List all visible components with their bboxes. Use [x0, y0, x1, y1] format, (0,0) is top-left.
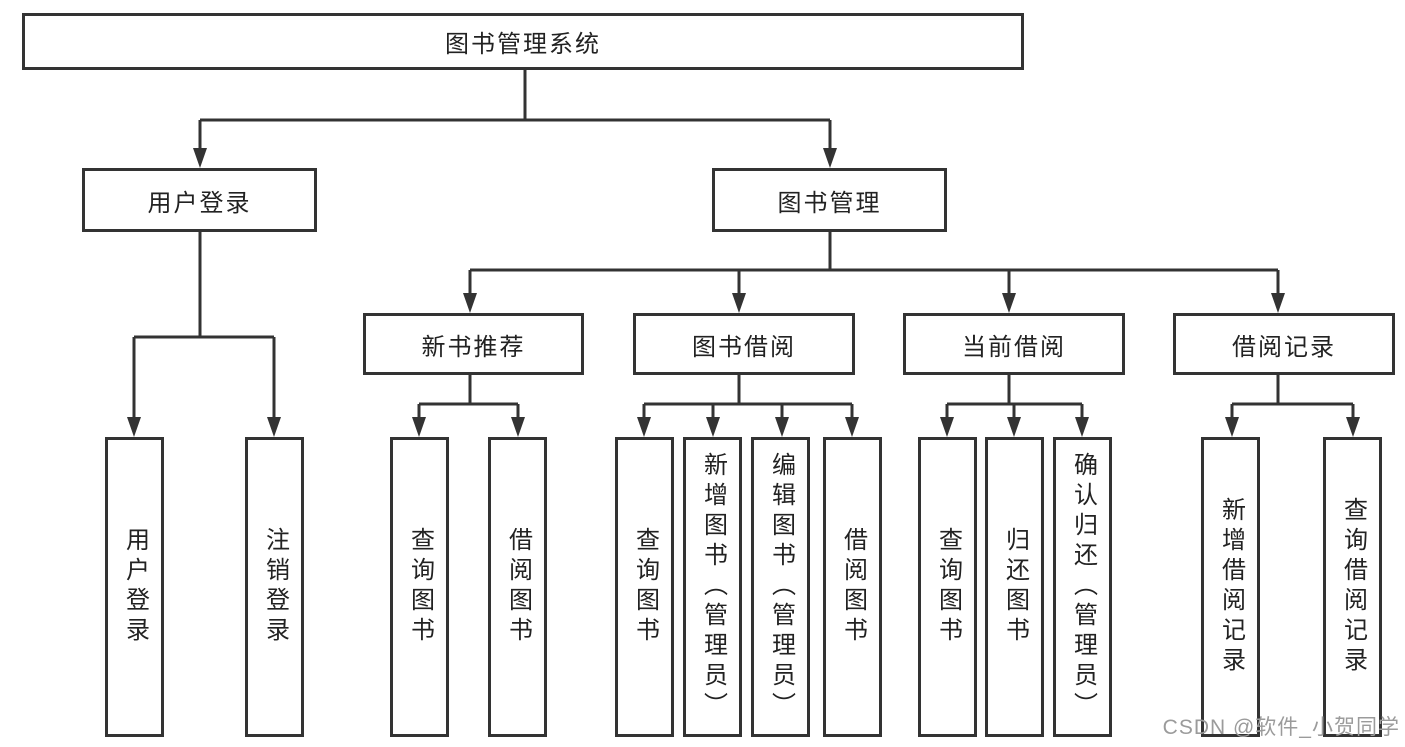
leaf-borrow-edit-book-admin: 编辑图书（管理员） [751, 437, 810, 737]
leaf-records-query-record-label: 查询借阅记录 [1339, 497, 1367, 677]
node-book-management: 图书管理 [712, 168, 947, 232]
node-current-borrowing: 当前借阅 [903, 313, 1125, 375]
leaf-current-confirm-return-admin: 确认归还（管理员） [1053, 437, 1112, 737]
leaf-current-return-book-label: 归还图书 [1001, 527, 1029, 647]
leaf-current-return-book: 归还图书 [985, 437, 1044, 737]
leaf-borrow-query-book: 查询图书 [615, 437, 674, 737]
node-book-borrowing-label: 图书借阅 [692, 333, 796, 361]
leaf-records-query-record: 查询借阅记录 [1323, 437, 1382, 737]
node-user-login: 用户登录 [82, 168, 317, 232]
leaf-borrow-add-book-admin: 新增图书（管理员） [683, 437, 742, 737]
node-new-book-recommendation-label: 新书推荐 [421, 333, 526, 361]
leaf-logout-login-label: 注销登录 [261, 527, 289, 647]
node-root: 图书管理系统 [22, 13, 1024, 70]
leaf-current-query-book-label: 查询图书 [934, 527, 962, 647]
leaf-recommend-borrow-book-label: 借阅图书 [504, 527, 532, 647]
node-new-book-recommendation: 新书推荐 [363, 313, 584, 375]
node-user-login-label: 用户登录 [147, 189, 252, 217]
leaf-current-query-book: 查询图书 [918, 437, 977, 737]
leaf-recommend-borrow-book: 借阅图书 [488, 437, 547, 737]
leaf-recommend-query-book: 查询图书 [390, 437, 449, 737]
leaf-records-add-record: 新增借阅记录 [1201, 437, 1260, 737]
leaf-logout-login: 注销登录 [245, 437, 304, 737]
leaf-records-add-record-label: 新增借阅记录 [1217, 497, 1245, 677]
node-current-borrowing-label: 当前借阅 [962, 333, 1066, 361]
leaf-borrow-add-book-admin-label: 新增图书（管理员） [699, 452, 727, 722]
leaf-user-login: 用户登录 [105, 437, 164, 737]
node-borrowing-records: 借阅记录 [1173, 313, 1395, 375]
node-book-management-label: 图书管理 [777, 189, 882, 217]
node-borrowing-records-label: 借阅记录 [1232, 333, 1336, 361]
leaf-borrow-edit-book-admin-label: 编辑图书（管理员） [767, 452, 795, 722]
node-book-borrowing: 图书借阅 [633, 313, 855, 375]
leaf-borrow-borrow-book-label: 借阅图书 [839, 527, 867, 647]
leaf-recommend-query-book-label: 查询图书 [406, 527, 434, 647]
leaf-current-confirm-return-admin-label: 确认归还（管理员） [1069, 452, 1097, 722]
node-root-label: 图书管理系统 [445, 31, 601, 58]
leaf-borrow-query-book-label: 查询图书 [631, 527, 659, 647]
leaf-user-login-label: 用户登录 [121, 527, 149, 647]
leaf-borrow-borrow-book: 借阅图书 [823, 437, 882, 737]
watermark-text: CSDN @软件_小贺同学 [1162, 716, 1400, 739]
